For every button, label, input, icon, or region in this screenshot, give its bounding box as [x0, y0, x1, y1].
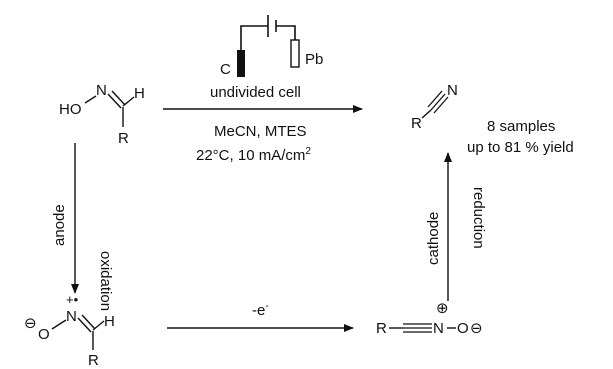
anode-material-label: C — [220, 61, 231, 78]
nitrile-n-label: N — [447, 82, 458, 99]
oxime-ho-label: HO — [59, 101, 82, 118]
samples-text: 8 samples — [487, 118, 555, 135]
radical-n-label: N — [66, 308, 77, 325]
oxime-o-n-bond — [84, 95, 97, 104]
cathode-material-label: Pb — [305, 51, 323, 68]
radical-o-minus: ⊖ — [24, 315, 37, 332]
oxide-r-label: R — [376, 320, 387, 337]
nitrile-triple-bond-b — [427, 90, 443, 108]
oxide-n-plus: ⊕ — [436, 300, 449, 317]
carbon-electrode — [237, 50, 245, 77]
radical-cn-double-bond-a — [77, 317, 92, 333]
circuit-left-wire — [240, 25, 268, 50]
condition-cell: undivided cell — [210, 84, 301, 101]
radical-o-n-bond — [51, 319, 67, 330]
oxide-o-label: O — [457, 320, 469, 337]
oxime-cn-double-bond-b — [111, 90, 126, 106]
lead-electrode — [290, 39, 300, 68]
nitrile-oxide-structure: R ⊕ N O ⊖ — [376, 300, 483, 337]
oxime-c-h-bond — [122, 96, 135, 107]
radical-r-label: R — [88, 352, 99, 369]
circuit-right-wire — [276, 25, 296, 40]
nitrile-r-c-bond — [421, 109, 432, 119]
electron-loss-label: -e- — [252, 301, 269, 319]
oxime-r-label: R — [118, 130, 129, 147]
cell-symbol — [240, 15, 296, 50]
oxime-structure: HO N H R — [59, 82, 145, 147]
radical-cn-double-bond-b — [81, 314, 96, 330]
oxide-n-label: N — [433, 320, 444, 337]
oxide-o-minus: ⊖ — [470, 320, 483, 337]
condition-temp-current: 22°C, 10 mA/cm2 — [196, 146, 311, 164]
nitrile-triple-bond-c — [433, 96, 449, 114]
radical-cation-structure: ⊖ O +• N H R — [24, 292, 115, 369]
condition-reagents: MeCN, MTES — [214, 123, 307, 140]
oxime-cn-double-bond-a — [107, 93, 122, 109]
nitrile-structure: R N — [411, 82, 458, 132]
radical-charge: +• — [66, 292, 79, 307]
reduction-label: reduction — [470, 187, 487, 249]
nitrile-triple-bond-a — [430, 93, 446, 111]
yield-text: up to 81 % yield — [467, 139, 574, 156]
oxime-h-label: H — [134, 85, 145, 102]
radical-o-label: O — [38, 326, 50, 343]
nitrile-r-label: R — [411, 115, 422, 132]
radical-h-label: H — [104, 313, 115, 330]
oxidation-label: oxidation — [97, 251, 114, 311]
oxime-n-label: N — [96, 82, 107, 99]
radical-c-h-bond — [92, 320, 105, 331]
cathode-label: cathode — [425, 212, 442, 265]
anode-label: anode — [51, 204, 68, 246]
